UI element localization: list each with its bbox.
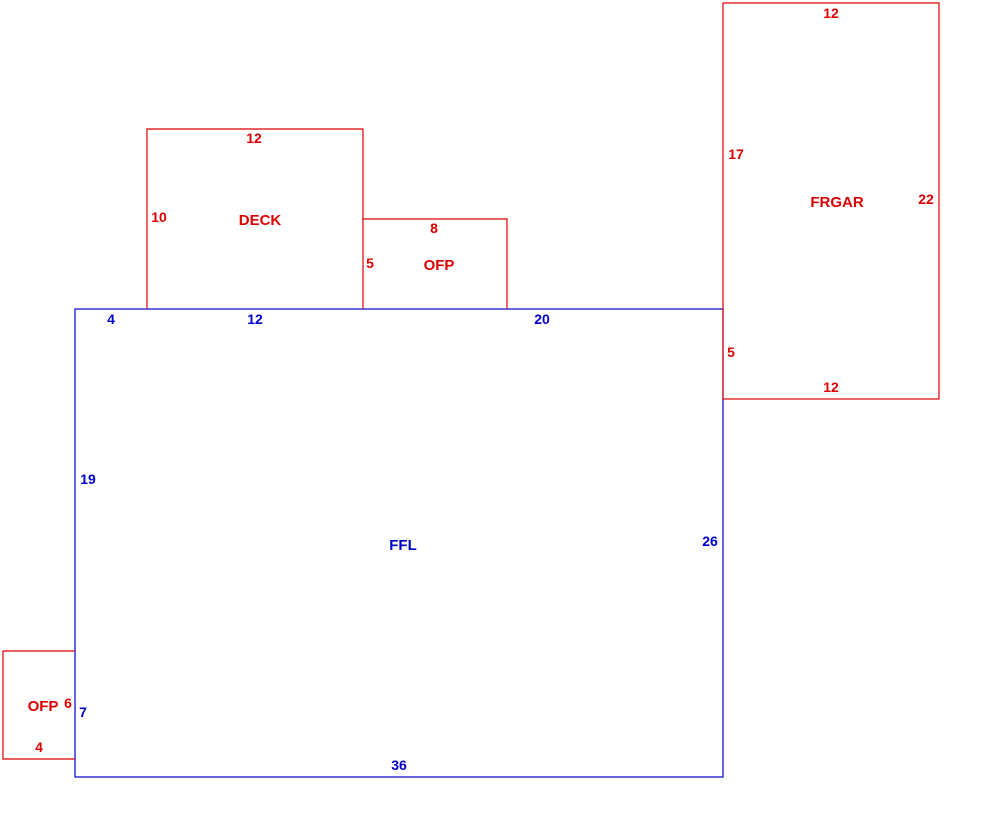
deck-area: DECK 12 10 <box>146 128 364 309</box>
ofp-top-dim-top: 8 <box>430 220 438 236</box>
frgar-area: FRGAR 12 17 5 22 12 <box>722 2 940 400</box>
ffl-dim-left-upper: 19 <box>80 471 96 487</box>
deck-label: DECK <box>239 212 282 229</box>
ffl-dim-top-mid: 12 <box>247 311 263 327</box>
frgar-dim-left-lower: 5 <box>727 344 735 360</box>
deck-dim-top: 12 <box>246 130 262 146</box>
ofp-top-dim-left: 5 <box>366 255 374 271</box>
frgar-dim-bottom: 12 <box>823 379 839 395</box>
ofp-left-dim-bottom: 4 <box>35 739 43 755</box>
deck-dim-left: 10 <box>151 209 167 225</box>
ffl-dim-right: 26 <box>702 533 718 549</box>
ofp-top-outline <box>363 218 508 309</box>
frgar-label: FRGAR <box>810 194 863 211</box>
frgar-dim-right: 22 <box>918 191 934 207</box>
ofp-left-label: OFP <box>28 698 59 715</box>
ffl-dim-top-left: 4 <box>107 311 115 327</box>
ffl-dim-left-lower: 7 <box>79 704 87 720</box>
ofp-left-dim-right: 6 <box>64 695 72 711</box>
ofp-left-area: OFP 6 4 <box>2 650 75 760</box>
ffl-dim-top-right: 20 <box>534 311 550 327</box>
frgar-dim-top: 12 <box>823 5 839 21</box>
ffl-area: FFL 4 12 20 19 7 26 36 <box>74 308 724 778</box>
ofp-top-area: OFP 8 5 <box>363 218 508 309</box>
ffl-label: FFL <box>389 537 417 554</box>
frgar-dim-left-upper: 17 <box>728 146 744 162</box>
frgar-outline <box>722 2 940 400</box>
ffl-outline <box>74 308 724 778</box>
ofp-left-outline <box>2 650 75 760</box>
ofp-top-label: OFP <box>424 257 455 274</box>
ffl-dim-bottom: 36 <box>391 757 407 773</box>
